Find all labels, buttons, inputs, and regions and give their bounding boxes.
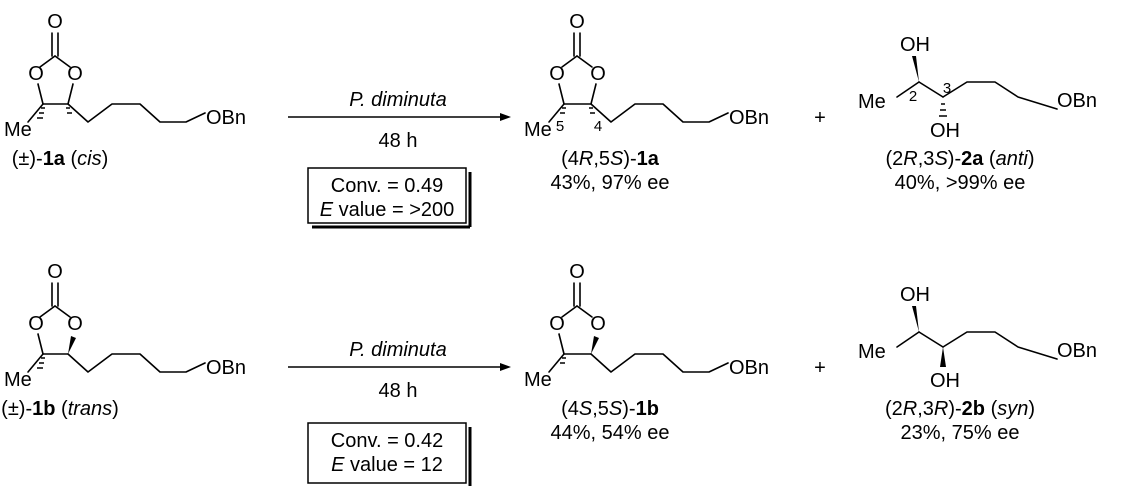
structure-4R5S-1a: O O O Me 5 4 OBn	[524, 11, 769, 141]
atom-o-ring-right: O	[590, 63, 606, 85]
atom-o-ring-left: O	[549, 63, 565, 85]
e-value-2: E value = 12	[331, 454, 443, 476]
atom-obn: OBn	[1057, 340, 1097, 362]
plus-sign-1: +	[814, 107, 826, 129]
structure-1a-racemic: O O O Me OBn	[4, 11, 246, 141]
atom-o-carbonyl: O	[569, 261, 585, 283]
time-label-1: 48 h	[379, 130, 418, 152]
atom-obn: OBn	[206, 107, 246, 129]
conversion-1: Conv. = 0.49	[331, 175, 443, 197]
atom-oh-bottom: OH	[930, 120, 960, 142]
atom-me: Me	[4, 369, 32, 391]
label-4S5S-1b: (4S,5S)-1b	[561, 398, 659, 420]
conditions-box-2	[307, 422, 467, 484]
catalyst-label-2: P. diminuta	[349, 339, 446, 361]
structure-2R3R-2b: OH Me OH OBn	[858, 284, 1097, 392]
atom-o-ring-right: O	[67, 63, 83, 85]
locant-c3: 3	[943, 80, 951, 97]
atom-me: Me	[524, 369, 552, 391]
atom-o-ring-left: O	[549, 313, 565, 335]
atom-oh-top: OH	[900, 34, 930, 56]
atom-o-carbonyl: O	[569, 11, 585, 33]
yield-2R3R-2b: 23%, 75% ee	[901, 422, 1020, 444]
atom-me: Me	[858, 91, 886, 113]
atom-oh-bottom: OH	[930, 370, 960, 392]
arrowhead-2	[500, 363, 511, 371]
structure-2R3S-2a: OH Me OH 2 3 OBn	[858, 34, 1097, 142]
atom-me: Me	[858, 341, 886, 363]
label-1a-racemic: (±)-1a (cis)	[12, 148, 109, 170]
e-value-1: E value = >200	[320, 199, 455, 221]
atom-o-carbonyl: O	[47, 261, 63, 283]
atom-o-carbonyl: O	[47, 11, 63, 33]
label-2R3S-2a: (2R,3S)-2a (anti)	[886, 148, 1035, 170]
atom-o-ring-left: O	[28, 63, 44, 85]
conversion-2: Conv. = 0.42	[331, 430, 443, 452]
locant-c2: 2	[909, 88, 917, 105]
time-label-2: 48 h	[379, 380, 418, 402]
locant-c5: 5	[556, 118, 564, 135]
yield-2R3S-2a: 40%, >99% ee	[895, 172, 1026, 194]
plus-sign-2: +	[814, 357, 826, 379]
row2: O O O Me OBn (±)-1b (trans) P. diminuta	[1, 261, 1097, 486]
row1: O O O Me OBn (±)-1a (cis)	[4, 11, 1097, 229]
atom-o-ring-right: O	[590, 313, 606, 335]
atom-obn: OBn	[729, 107, 769, 129]
yield-4S5S-1b: 44%, 54% ee	[551, 422, 670, 444]
atom-oh-top: OH	[900, 284, 930, 306]
atom-obn: OBn	[206, 357, 246, 379]
atom-me: Me	[524, 119, 552, 141]
yield-4R5S-1a: 43%, 97% ee	[551, 172, 670, 194]
locant-c4: 4	[594, 118, 602, 135]
atom-obn: OBn	[729, 357, 769, 379]
structure-4S5S-1b: O O O Me OBn	[524, 261, 769, 391]
label-2R3R-2b: (2R,3R)-2b (syn)	[885, 398, 1035, 420]
arrowhead-1	[500, 113, 511, 121]
conditions-box-1	[307, 167, 467, 224]
structure-1b-racemic: O O O Me OBn	[4, 261, 246, 391]
label-4R5S-1a: (4R,5S)-1a	[561, 148, 660, 170]
atom-o-ring-left: O	[28, 313, 44, 335]
atom-o-ring-right: O	[67, 313, 83, 335]
label-1b-racemic: (±)-1b (trans)	[1, 398, 119, 420]
catalyst-label-1: P. diminuta	[349, 89, 446, 111]
atom-obn: OBn	[1057, 90, 1097, 112]
atom-me: Me	[4, 119, 32, 141]
